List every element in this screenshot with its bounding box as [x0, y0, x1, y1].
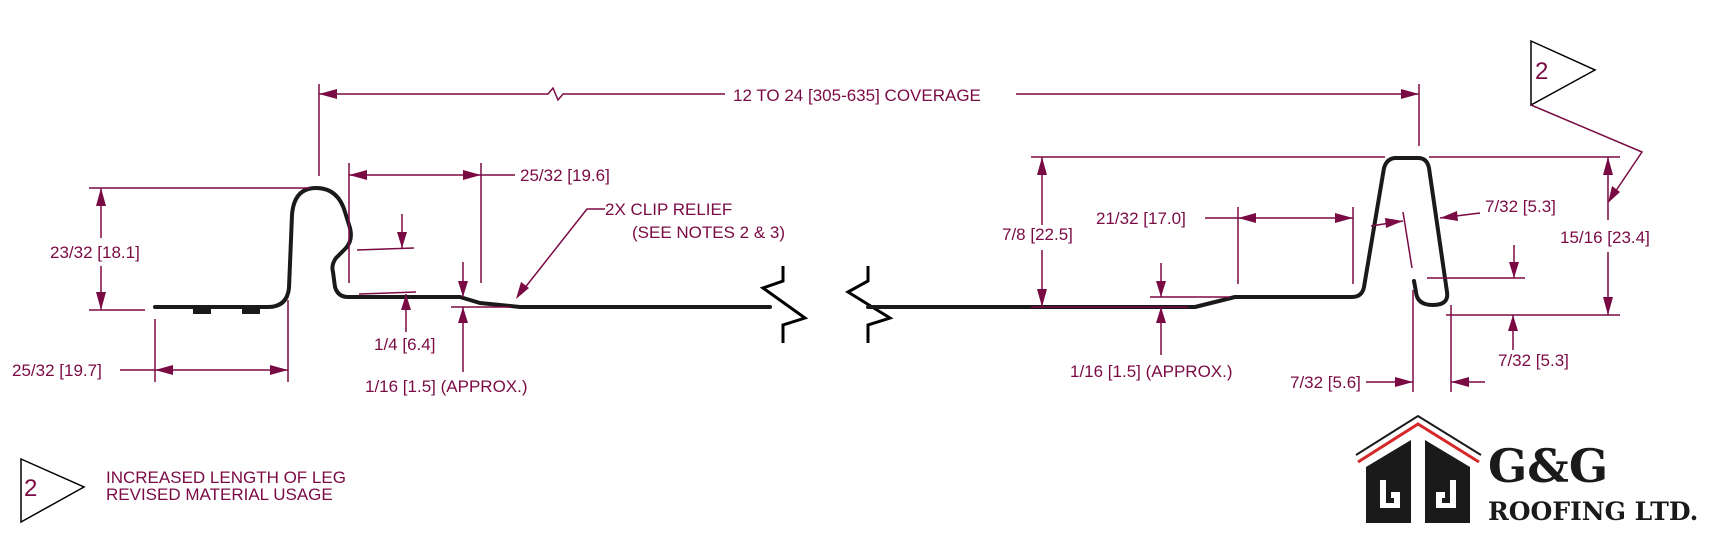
arrow-head	[155, 365, 173, 375]
company-logo: G&G ROOFING LTD.	[1355, 414, 1698, 526]
arrow-head	[1508, 315, 1518, 331]
note-flag-icon	[20, 457, 86, 524]
flat-width-label: 25/32 [19.6]	[520, 166, 610, 185]
logo-name: G&G	[1488, 439, 1608, 493]
sealant-bead	[242, 309, 260, 314]
arrow-head	[270, 365, 288, 375]
relief-depth-label-left: 1/16 [1.5] (APPROX.)	[365, 377, 528, 396]
arrow-head	[458, 281, 468, 297]
arrow-head	[96, 292, 106, 310]
arrow-head	[1603, 297, 1613, 315]
extension-line	[358, 291, 417, 295]
arrow-head	[1608, 186, 1620, 203]
arrow-head	[1156, 281, 1166, 297]
arrow-head	[1440, 211, 1458, 221]
base-width-label: 25/32 [19.7]	[12, 361, 102, 380]
arrow-head	[401, 294, 411, 310]
arrow-head	[397, 232, 407, 248]
coverage-label: 12 TO 24 [305-635] COVERAGE	[733, 86, 981, 105]
arrow-head	[458, 307, 468, 323]
arrow-head	[1395, 377, 1413, 387]
revision-flag-number: 2	[1535, 58, 1548, 85]
break-symbol	[845, 266, 894, 343]
right-panel-profile: 7/8 [22.5] 21/32 [17.0] 1/16 [1.5] (APPR…	[845, 39, 1650, 392]
hook-width-label: 7/32 [5.6]	[1290, 373, 1361, 392]
revision-leader	[1530, 104, 1644, 199]
arrow-head	[1603, 157, 1613, 175]
hook-bottom-label: 7/32 [5.3]	[1498, 351, 1569, 370]
note-line-1: INCREASED LENGTH OF LEG	[106, 468, 346, 487]
arrow-head	[463, 170, 481, 180]
offset-label: 1/4 [6.4]	[374, 335, 435, 354]
right-flat-width-label: 21/32 [17.0]	[1096, 209, 1186, 228]
break-symbol	[759, 266, 809, 343]
arrow-head	[1156, 307, 1166, 323]
arrow-head	[516, 282, 529, 299]
revision-note: 2 INCREASED LENGTH OF LEG REVISED MATERI…	[20, 457, 346, 524]
arrow-head	[1037, 289, 1047, 307]
note-line-2: REVISED MATERIAL USAGE	[106, 485, 333, 504]
arrow-head	[1401, 89, 1419, 99]
arrow-head	[1238, 213, 1256, 223]
arrow-head	[1509, 262, 1519, 278]
house-icon	[1355, 414, 1482, 523]
extension-line	[356, 247, 415, 251]
arrow-head	[349, 170, 367, 180]
clip-relief-leader	[519, 208, 605, 295]
logo-subtitle: ROOFING LTD.	[1488, 497, 1698, 526]
left-panel-profile: 23/32 [18.1] 25/32 [19.7] 25/32 [19.6] 1…	[12, 163, 809, 396]
hook-gap-label: 7/32 [5.3]	[1485, 197, 1556, 216]
rib-height-label: 7/8 [22.5]	[1002, 225, 1073, 244]
arrow-head	[319, 89, 337, 99]
right-profile-line	[866, 156, 1450, 309]
clip-relief-notes: (SEE NOTES 2 & 3)	[632, 223, 785, 242]
revision-flag-icon	[1530, 39, 1597, 107]
extension-line	[1402, 211, 1413, 269]
total-height-label: 15/16 [23.4]	[1560, 228, 1650, 247]
coverage-line-left	[319, 86, 725, 102]
relief-depth-label-right: 1/16 [1.5] (APPROX.)	[1070, 362, 1233, 381]
arrow-head	[1037, 157, 1047, 175]
clip-relief-label: 2X CLIP RELIEF	[605, 200, 732, 219]
arrow-head	[1335, 213, 1353, 223]
seam-height-label: 23/32 [18.1]	[50, 243, 140, 262]
coverage-dimension: 12 TO 24 [305-635] COVERAGE	[318, 84, 1420, 176]
left-profile-line	[153, 186, 772, 309]
arrow-head	[1385, 218, 1403, 228]
sealant-bead	[193, 309, 211, 314]
arrow-head	[96, 188, 106, 206]
note-flag-number: 2	[24, 475, 37, 502]
arrow-head	[1451, 377, 1469, 387]
